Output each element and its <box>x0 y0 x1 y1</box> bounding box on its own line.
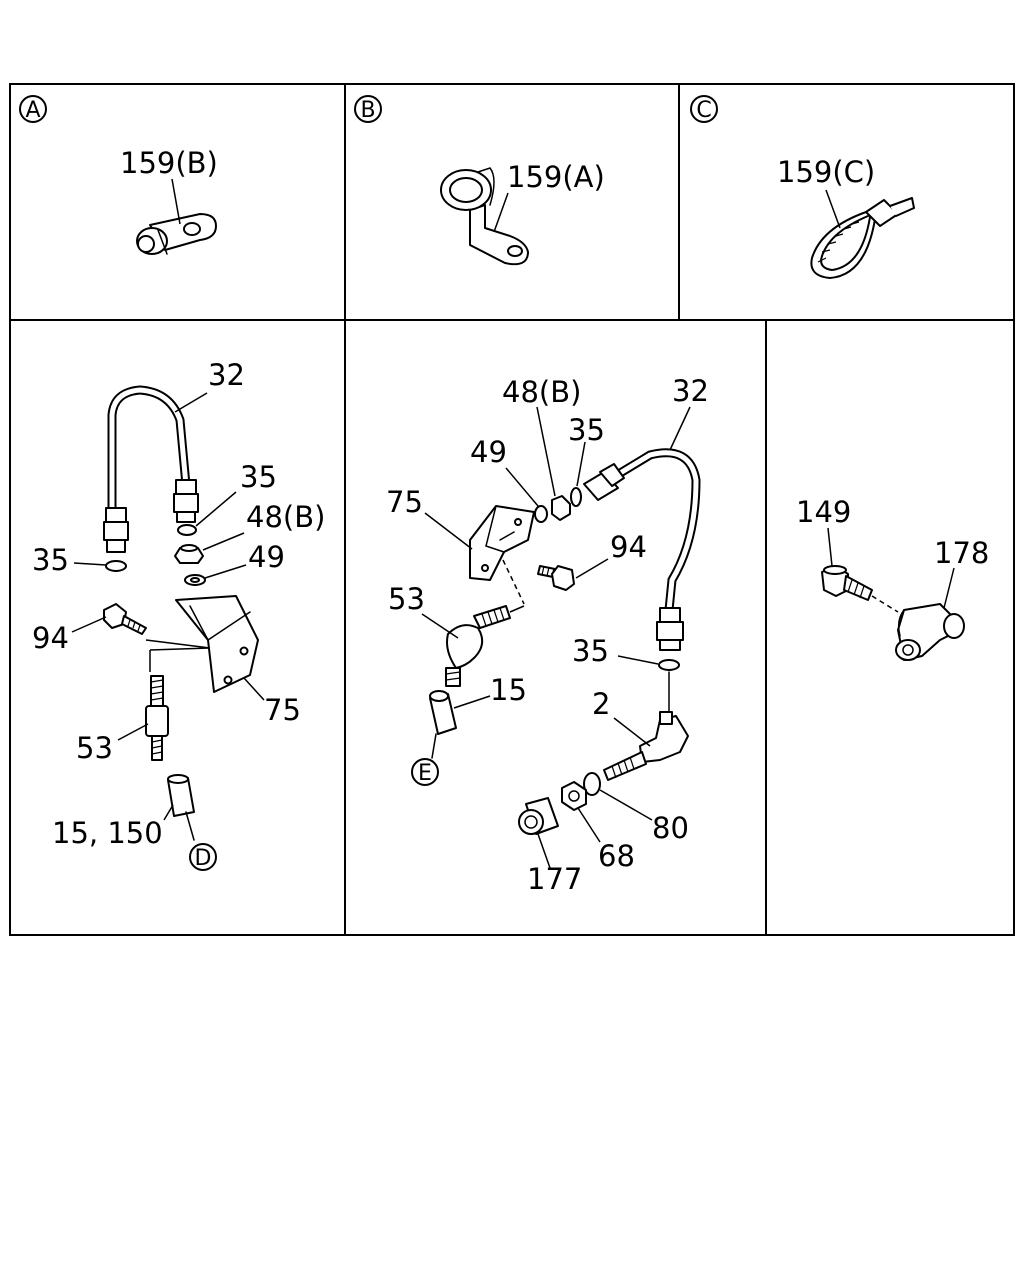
nut-48b-center <box>551 495 571 521</box>
center-assembly: E 48(B) 32 35 49 75 94 <box>386 374 709 896</box>
label-94-center: 94 <box>610 530 647 564</box>
lock-washer-49-center <box>534 505 548 523</box>
nut-68 <box>561 781 587 811</box>
joint-15-150-left <box>167 774 195 841</box>
panel-b: B 159(A) <box>354 95 605 266</box>
label-49-left: 49 <box>248 540 285 574</box>
panel-c: C 159(C) <box>690 95 915 279</box>
label-15-center: 15 <box>490 673 527 707</box>
washer-35-left-lower <box>105 560 127 572</box>
spacer-177 <box>518 797 559 835</box>
section-marker-c: C <box>690 95 718 123</box>
section-marker-e: E <box>411 758 439 786</box>
section-marker-a: A <box>19 95 47 123</box>
label-48b-center: 48(B) <box>502 375 581 409</box>
bracket-75-center <box>469 505 535 581</box>
joint-15-center <box>429 690 457 759</box>
left-assembly: D 32 35 48(B) 49 35 94 75 53 15, 150 <box>32 358 325 871</box>
panel-a: A 159(B) <box>19 95 218 255</box>
bolt-94-left <box>103 603 147 635</box>
section-marker-b: B <box>354 95 382 123</box>
bolt-149 <box>821 565 873 601</box>
pipe-2 <box>603 711 689 781</box>
brake-hose-32-center <box>583 448 701 651</box>
label-35-left-upper: 35 <box>240 460 277 494</box>
nut-48b-left <box>174 544 204 564</box>
label-159a: 159(A) <box>507 160 605 194</box>
label-177: 177 <box>527 862 582 896</box>
cable-tie-159c <box>810 197 915 279</box>
svg-text:B: B <box>360 98 375 123</box>
label-2: 2 <box>592 687 610 721</box>
brake-hose-32-left <box>103 385 199 553</box>
bolt-94-center <box>537 565 575 591</box>
washer-35-left-upper <box>177 524 197 536</box>
label-159c: 159(C) <box>777 155 875 189</box>
label-75-left: 75 <box>264 693 301 727</box>
label-35-left-lower: 35 <box>32 543 69 577</box>
label-48b-left: 48(B) <box>246 500 325 534</box>
bracket-75-left <box>175 595 259 693</box>
panel-frames <box>9 83 1015 936</box>
washer-35-center-lower <box>658 659 680 671</box>
label-35-center-lower: 35 <box>572 634 609 668</box>
svg-text:C: C <box>696 98 711 123</box>
label-53-center: 53 <box>388 582 425 616</box>
elbow-178 <box>895 603 965 661</box>
label-53-left: 53 <box>76 731 113 765</box>
label-49-center: 49 <box>470 435 507 469</box>
connector-53-left <box>145 675 169 761</box>
label-80: 80 <box>652 811 689 845</box>
svg-text:E: E <box>418 761 432 786</box>
washer-80 <box>583 772 601 796</box>
washer-35-center-upper <box>570 487 582 507</box>
right-assembly: 149 178 <box>796 495 989 661</box>
label-68: 68 <box>598 839 635 873</box>
section-marker-d: D <box>189 843 217 871</box>
svg-text:A: A <box>25 98 40 123</box>
label-94-left: 94 <box>32 621 69 655</box>
label-15-150-left: 15, 150 <box>52 816 163 850</box>
pipe-clip-159a <box>440 167 529 266</box>
label-75-center: 75 <box>386 485 423 519</box>
svg-text:D: D <box>195 846 212 871</box>
lock-washer-49-left <box>184 574 206 586</box>
label-35-center-upper: 35 <box>568 413 605 447</box>
pipe-clip-159b <box>136 213 217 255</box>
label-178: 178 <box>934 536 989 570</box>
label-149: 149 <box>796 495 851 529</box>
label-32-center: 32 <box>672 374 709 408</box>
label-32-left: 32 <box>208 358 245 392</box>
label-159b: 159(B) <box>120 146 218 180</box>
